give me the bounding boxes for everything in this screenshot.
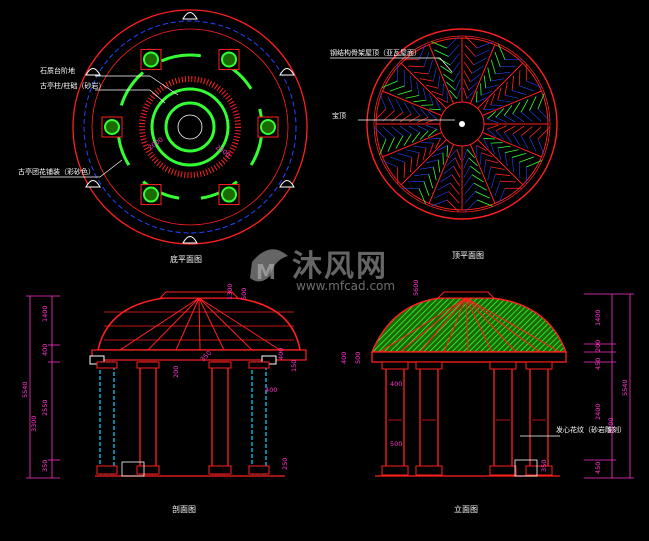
svg-text:M: M xyxy=(256,260,276,284)
elevation-eave xyxy=(372,352,566,362)
plan-column xyxy=(105,120,119,134)
plan-column xyxy=(144,188,158,202)
section-column-base xyxy=(137,466,159,474)
section-view: 1400 400 2550 350 5540 3300 1300 500 350… xyxy=(21,283,306,514)
top-plan-view: 钢结构骨架屋顶（亚瓦屋面） 宝顶 顶平面图 xyxy=(330,29,557,260)
plan-hatch-ring xyxy=(142,79,238,175)
elevation-column-capital xyxy=(490,362,516,369)
plan-column xyxy=(222,52,236,66)
elevation-columns xyxy=(382,362,552,475)
sec-dim-350: 350 xyxy=(41,460,49,472)
section-column-capital xyxy=(249,362,269,368)
note-column-base: 古亭柱/柱础（砂岩） xyxy=(40,81,105,90)
section-column xyxy=(212,362,228,474)
roof-hatch-line xyxy=(491,143,503,144)
note-paving: 古亭团花铺装（彩砂色） xyxy=(18,167,95,176)
plan-column xyxy=(222,188,236,202)
elevation-dome xyxy=(372,298,566,352)
note-column-carving: 发心花纹（砂岩雕刻） xyxy=(556,425,626,434)
sec-misc-250: 250 xyxy=(281,458,289,470)
note-finial: 宝顶 xyxy=(332,111,346,120)
sec-misc-500: 500 xyxy=(240,288,248,300)
elev-misc-500: 500 xyxy=(354,352,362,364)
elevation-column-capital xyxy=(416,362,442,369)
sec-dim-3300: 3300 xyxy=(30,415,38,432)
elevation-column-capital xyxy=(526,362,552,369)
elevation-column-base xyxy=(416,466,442,475)
bottom-plan-view: 石质台阶地 古亭柱/柱础（砂岩） 古亭团花铺装（彩砂色） 2000 2000 底… xyxy=(18,10,307,264)
plan-step-block xyxy=(183,13,197,20)
plan-columns xyxy=(102,49,278,204)
elevation-view: 1400 200 450 2400 450 5540 3100 发心花纹（砂岩雕… xyxy=(340,279,634,514)
plan-step-block xyxy=(280,181,294,188)
sec-misc-150: 150 xyxy=(290,360,298,372)
section-columns xyxy=(97,362,269,474)
elev-dim-200: 200 xyxy=(594,340,602,352)
plan-step-block xyxy=(183,237,197,244)
caption-elevation: 立面图 xyxy=(454,504,478,514)
elevation-column-base xyxy=(526,466,552,475)
elevation-column xyxy=(530,368,548,468)
section-column xyxy=(100,362,114,474)
plan-green-ring-inner xyxy=(166,103,214,151)
elev-dim-2400: 2400 xyxy=(594,403,602,420)
plan-column xyxy=(261,120,275,134)
section-column-capital xyxy=(97,362,117,368)
elev-dim-total: 5540 xyxy=(621,379,629,396)
section-column-base xyxy=(97,466,117,474)
watermark-url: www.mfcad.com xyxy=(296,279,395,293)
section-column-capital xyxy=(137,362,159,368)
plan-column xyxy=(144,52,158,66)
plan-dim-2: 2000 xyxy=(214,143,232,159)
sec-dim-total: 5540 xyxy=(21,381,29,398)
caption-top-plan: 顶平面图 xyxy=(452,251,484,260)
section-column-base xyxy=(249,466,269,474)
plan-center-mark xyxy=(178,115,202,139)
sec-dim-2550: 2550 xyxy=(41,399,49,416)
sec-misc-400b: 400 xyxy=(265,386,277,394)
watermark: M 沐风网 www.mfcad.com xyxy=(250,249,395,293)
plan-dim-1: 2000 xyxy=(147,136,165,152)
note-step-stone: 石质台阶地 xyxy=(40,66,75,75)
elevation-crown xyxy=(438,292,494,298)
plan-green-ring-mid xyxy=(152,89,228,165)
elevation-column-capital xyxy=(382,362,408,369)
caption-section: 剖面图 xyxy=(172,504,196,514)
roof-hatch-line xyxy=(481,83,482,95)
elevation-column-base xyxy=(490,466,516,475)
elev-misc-400: 400 xyxy=(340,352,348,364)
sec-misc-400: 400 xyxy=(277,348,285,360)
section-column xyxy=(140,362,156,474)
section-column-capital xyxy=(209,362,231,368)
sec-misc-200: 200 xyxy=(172,366,180,378)
elev-misc-5600: 5600 xyxy=(412,279,420,296)
sec-dim-400: 400 xyxy=(41,344,49,356)
sec-misc-1300: 1300 xyxy=(226,283,234,300)
elevation-column xyxy=(420,368,438,468)
section-column xyxy=(252,362,266,474)
caption-bottom-plan: 底平面图 xyxy=(170,254,202,264)
note-roof-structure: 钢结构骨架屋顶（亚瓦屋面） xyxy=(330,48,421,57)
roof-hatch-line xyxy=(443,153,444,165)
section-column-base xyxy=(209,466,231,474)
elevation-column-base xyxy=(382,466,408,475)
elev-dim-450: 450 xyxy=(594,358,602,370)
sec-dim-1400: 1400 xyxy=(41,305,49,322)
elevation-column xyxy=(494,368,512,468)
watermark-logo-icon: M xyxy=(250,249,288,284)
roof-finial xyxy=(459,121,465,127)
elev-misc-350: 350 xyxy=(540,460,548,472)
elev-misc-500b: 500 xyxy=(390,440,402,448)
elev-misc-400b: 400 xyxy=(390,380,402,388)
elev-dim-1400: 1400 xyxy=(594,309,602,326)
elev-dim-450b: 450 xyxy=(594,462,602,474)
roof-hatch-line xyxy=(421,105,433,106)
plan-step-block xyxy=(86,181,100,188)
